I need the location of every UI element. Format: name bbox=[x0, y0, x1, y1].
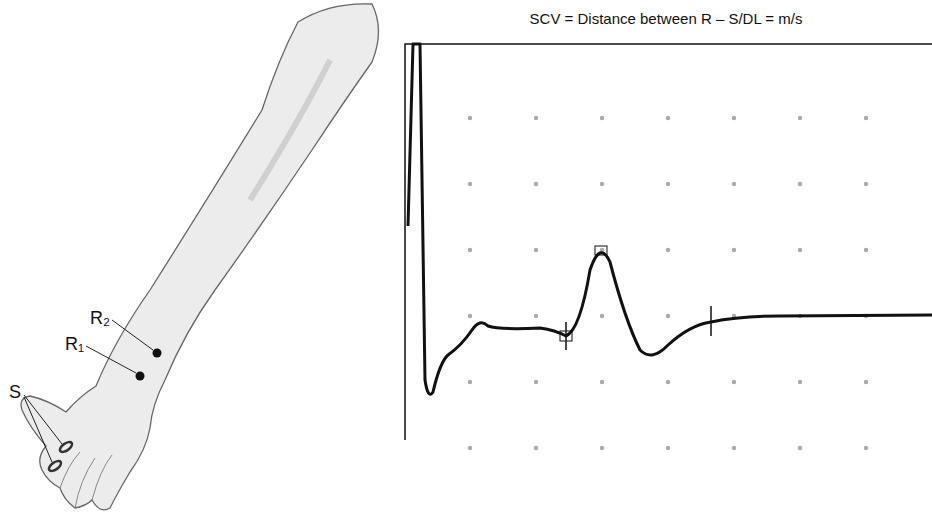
grid-dot bbox=[798, 446, 802, 450]
grid-dot bbox=[534, 182, 538, 186]
grid-dot bbox=[468, 248, 472, 252]
grid-dot bbox=[798, 380, 802, 384]
grid-dot bbox=[534, 446, 538, 450]
waveform bbox=[408, 44, 932, 394]
grid-dot bbox=[732, 380, 736, 384]
grid-dot bbox=[864, 248, 868, 252]
grid-dot bbox=[534, 248, 538, 252]
leader-line bbox=[24, 395, 62, 444]
chart-frame bbox=[405, 44, 932, 440]
onset-marker bbox=[560, 331, 572, 341]
grid-dot bbox=[864, 446, 868, 450]
grid-dot bbox=[732, 182, 736, 186]
grid-dots bbox=[468, 116, 868, 450]
grid-dot bbox=[798, 248, 802, 252]
grid-dot bbox=[666, 116, 670, 120]
grid-dot bbox=[600, 116, 604, 120]
grid-dot bbox=[468, 314, 472, 318]
leader-line bbox=[112, 320, 153, 350]
grid-dot bbox=[534, 314, 538, 318]
grid-dot bbox=[600, 380, 604, 384]
onset-marker bbox=[565, 322, 567, 350]
grid-dot bbox=[864, 380, 868, 384]
grid-dot bbox=[798, 116, 802, 120]
electrode-label: R₁ bbox=[65, 335, 84, 353]
finger-line bbox=[60, 452, 112, 508]
grid-dot bbox=[534, 380, 538, 384]
grid-dot bbox=[864, 116, 868, 120]
electrode-label: S bbox=[9, 383, 21, 401]
arm-shading bbox=[250, 60, 330, 200]
grid-dot bbox=[864, 182, 868, 186]
leader-line bbox=[24, 397, 52, 462]
grid-dot bbox=[468, 182, 472, 186]
grid-dot bbox=[534, 116, 538, 120]
grid-dot bbox=[600, 182, 604, 186]
leader-line bbox=[86, 346, 136, 373]
recording-electrode bbox=[153, 349, 162, 358]
grid-dot bbox=[468, 380, 472, 384]
formula-title: SCV = Distance between R – S/DL = m/s bbox=[530, 11, 803, 26]
grid-dot bbox=[666, 182, 670, 186]
grid-dot bbox=[468, 116, 472, 120]
grid-dot bbox=[732, 248, 736, 252]
grid-dot bbox=[798, 182, 802, 186]
grid-dot bbox=[600, 314, 604, 318]
grid-dot bbox=[666, 314, 670, 318]
arm-outline bbox=[21, 4, 379, 510]
end-marker bbox=[710, 306, 712, 336]
grid-dot bbox=[666, 446, 670, 450]
grid-dot bbox=[600, 446, 604, 450]
grid-dot bbox=[732, 446, 736, 450]
peak-marker bbox=[595, 246, 607, 255]
grid-dot bbox=[666, 380, 670, 384]
grid-dot bbox=[666, 248, 670, 252]
grid-dot bbox=[468, 446, 472, 450]
recording-electrode bbox=[136, 372, 145, 381]
ring-electrode bbox=[47, 459, 62, 473]
electrode-label: R₂ bbox=[90, 309, 110, 327]
grid-dot bbox=[732, 116, 736, 120]
